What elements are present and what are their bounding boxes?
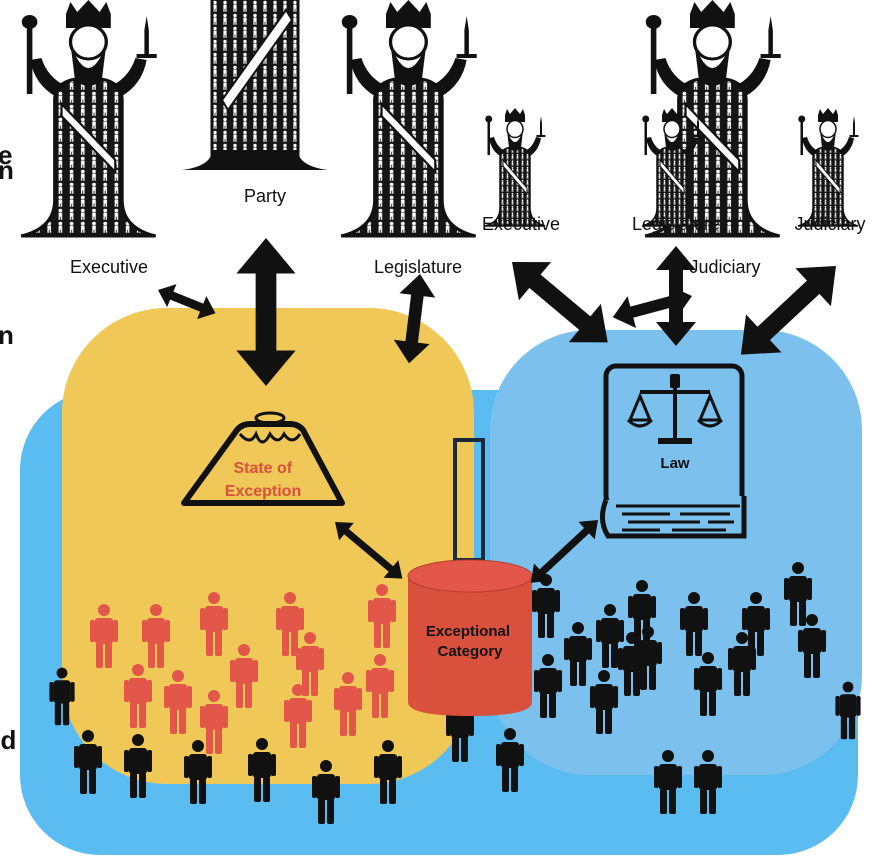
label-executive: Executive [70,257,148,277]
executive-sovereign-icon [19,0,159,238]
label-legislature-small: Legislature [632,214,720,234]
legislature-sovereign-icon [339,0,479,238]
state-of-exception-zone [62,308,474,784]
label-party: Party [244,186,286,206]
label-judiciary: Judiciary [689,257,760,277]
cut-text-3: n [0,320,14,350]
cut-text-4: ed [0,725,17,755]
state-of-exception-label: State of Exception [225,460,301,500]
cut-text-2: n [0,155,14,185]
exceptional-category-label: Exceptional Category [426,623,514,660]
law-label: Law [660,455,690,472]
label-judiciary-small: Judiciary [794,214,865,234]
judiciary-small-sovereign-icon [797,107,860,227]
cut-text-1: e [0,140,13,170]
exceptional-category-cylinder [407,559,533,716]
law-book-icon [600,363,747,539]
executive-small-sovereign-icon [484,107,547,227]
volcano-icon [181,411,345,506]
party-sovereign-icon [182,0,328,170]
label-legislature: Legislature [374,257,462,277]
label-executive-small: Executive [482,214,560,234]
